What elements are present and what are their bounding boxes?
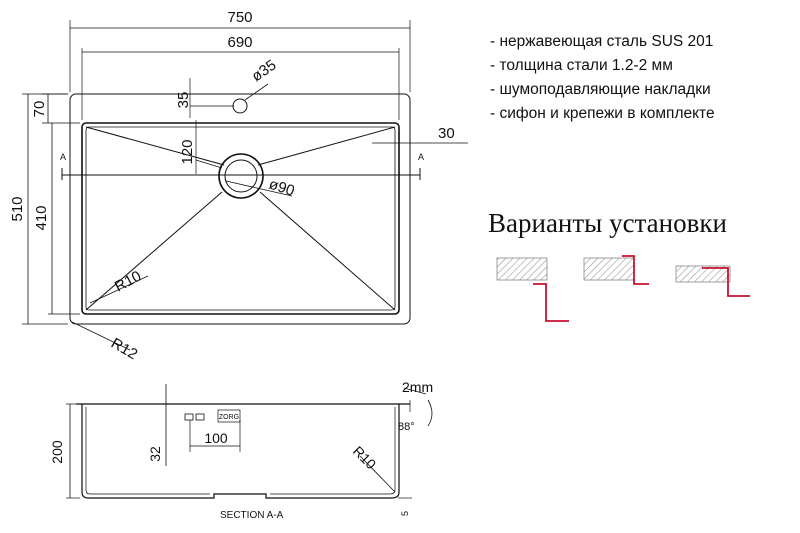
section-label: SECTION A-A (220, 510, 284, 521)
dim-inner-radius: R10 (112, 268, 144, 296)
top-view (22, 20, 468, 351)
drain-hole (218, 153, 264, 199)
dim-drain-dia: ø90 (267, 176, 297, 200)
dim-drain-offset: 120 (179, 139, 196, 164)
dim-side-margin: 30 (438, 125, 455, 142)
variant-flush (496, 257, 569, 322)
logo-text: ZORG (219, 414, 239, 421)
dim-section-depth: 200 (49, 440, 65, 464)
section-outline (76, 403, 410, 499)
dim-faucet-offset: 35 (175, 92, 192, 109)
variant-overmount (583, 255, 649, 285)
dim-inner-depth: 410 (33, 205, 50, 230)
dim-top-margin: 70 (31, 101, 48, 118)
dim-overall-width: 750 (227, 9, 252, 26)
faucet-hole (232, 98, 248, 114)
brand-logo: ZORG (217, 409, 241, 423)
section-marker-left: A (60, 152, 66, 162)
variants-title: Варианты установки (488, 208, 727, 238)
bowl-outline (81, 122, 400, 315)
bowl-inner-outline (85, 126, 396, 311)
drain-hole-inner (224, 159, 258, 193)
spec-soundproofing: - шумоподавляющие накладки (490, 81, 711, 98)
dim-drain-spacing: 100 (204, 430, 228, 446)
dim-faucet-dia: ø35 (249, 57, 280, 86)
section-view (66, 384, 433, 499)
dim-angle: 88° (398, 421, 415, 433)
dim-section-radius: R10 (350, 443, 380, 473)
dim-outer-radius: R12 (108, 335, 140, 363)
variant-undermount (675, 265, 750, 297)
top-view-dimension-labels: 750 690 ø35 35 70 30 120 ø90 510 410 R10… (9, 9, 455, 363)
section-view-labels: 200 32 100 2mm 88° R10 5 SECTION A-A (49, 379, 433, 521)
section-marker-right: A (418, 152, 424, 162)
spec-thickness: - толщина стали 1.2-2 мм (490, 57, 673, 74)
dim-flange: 5 (400, 511, 410, 516)
dim-wall-thickness: 2mm (402, 379, 433, 395)
dim-inner-width: 690 (227, 34, 252, 51)
dim-overall-depth: 510 (9, 196, 26, 221)
spec-included: - сифон и крепежи в комплекте (490, 105, 715, 122)
dim-drain-height: 32 (147, 446, 163, 462)
outer-outline (69, 93, 411, 325)
spec-material: - нержавеющая сталь SUS 201 (490, 33, 714, 50)
